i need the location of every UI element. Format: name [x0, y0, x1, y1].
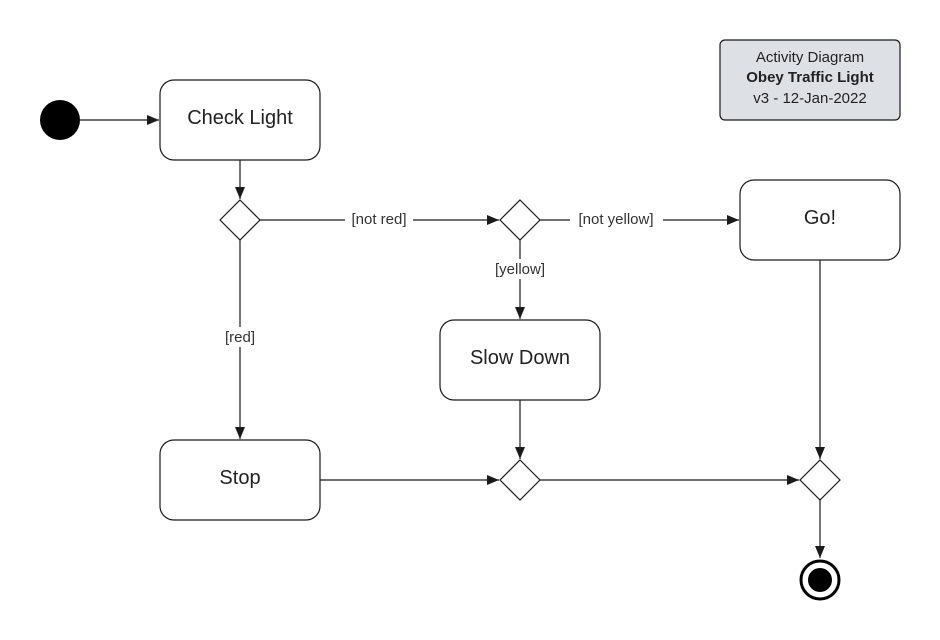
action-slow-down: Slow Down: [439, 319, 601, 401]
legend-title: Activity Diagram: [756, 49, 864, 66]
edge-label-not-yellow: [not yellow]: [570, 209, 663, 229]
decision-red-check: [219, 199, 261, 241]
edge-label-red-text: [red]: [225, 329, 255, 346]
merge-final: [799, 459, 841, 501]
edge-label-not-red-text: [not red]: [351, 211, 406, 228]
edge-label-yellow: [yellow]: [487, 259, 553, 279]
legend-diagram-name: Obey Traffic Light: [746, 69, 874, 86]
merge-stop-slowdown: [499, 459, 541, 501]
edge-label-red: [red]: [218, 327, 262, 347]
action-stop: Stop: [159, 439, 321, 521]
end-node: [799, 559, 841, 601]
decision-yellow-check: [499, 199, 541, 241]
edge-label-not-red: [not red]: [345, 209, 413, 229]
edge-label-not-yellow-text: [not yellow]: [578, 211, 653, 228]
action-stop-label: Stop: [219, 467, 260, 489]
action-slow-down-label: Slow Down: [470, 347, 570, 369]
edge-label-yellow-text: [yellow]: [495, 261, 545, 278]
start-node: [40, 100, 80, 140]
legend-box: Activity Diagram Obey Traffic Light v3 -…: [719, 39, 901, 121]
action-go-label: Go!: [804, 207, 836, 229]
action-check-light-label: Check Light: [187, 107, 293, 129]
legend-version: v3 - 12-Jan-2022: [753, 90, 866, 107]
action-check-light: Check Light: [159, 79, 321, 161]
action-go: Go!: [739, 179, 901, 261]
